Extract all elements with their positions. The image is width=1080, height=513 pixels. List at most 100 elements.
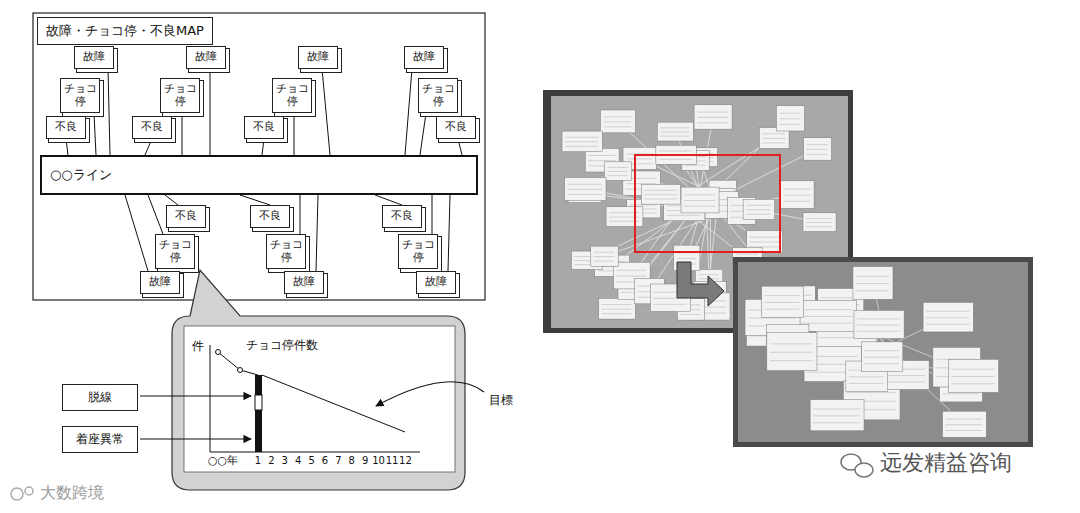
- photo-board: [738, 262, 1028, 442]
- node-text: 不良: [438, 121, 474, 134]
- photo-card-line: [603, 121, 631, 122]
- photo-card: [862, 342, 903, 372]
- photo-card-line: [807, 154, 828, 155]
- photo-card: [949, 359, 999, 392]
- photo-card-line: [946, 419, 983, 420]
- photo-card-line: [865, 350, 899, 351]
- photo-card-line: [857, 331, 900, 332]
- issue-tag: 故障: [298, 46, 338, 69]
- photo-card-line: [746, 214, 771, 215]
- photo-card-line: [750, 242, 779, 243]
- photo-card-line: [952, 376, 995, 377]
- photo-card-line: [926, 311, 969, 312]
- tag-connector: [432, 195, 433, 234]
- photo-card: [854, 310, 904, 338]
- issue-tag: 故障: [74, 46, 114, 69]
- node-text: 故障・チョコ停・不良MAP: [46, 22, 204, 40]
- bar-segment: [255, 395, 262, 410]
- tag-connector: [210, 69, 211, 155]
- tag-connector: [240, 195, 270, 205]
- photo-card-line: [865, 363, 899, 364]
- bar-segment: [255, 375, 262, 395]
- photo-card-line: [770, 343, 813, 344]
- photo-card: [781, 181, 814, 209]
- node-text: 不良: [252, 210, 288, 223]
- photo-card-line: [750, 246, 779, 247]
- issue-tag: 故障: [404, 46, 444, 69]
- target-line: [262, 375, 405, 432]
- photo-card-line: [750, 237, 779, 238]
- tag-connector: [458, 139, 462, 155]
- photo-card-line: [856, 283, 889, 284]
- photo-card-line: [603, 116, 631, 117]
- photo-card: [853, 267, 893, 300]
- photo-card-line: [565, 137, 598, 138]
- node-text: チョコ停: [162, 83, 198, 108]
- photo-card-line: [748, 318, 796, 319]
- issue-tag: チョコ停: [60, 78, 100, 113]
- photo-card-line: [697, 117, 728, 118]
- photo-card-line: [849, 376, 884, 377]
- label-text: 大数跨境: [40, 484, 104, 502]
- label-text: 11: [386, 455, 399, 467]
- cause-box: 着座異常: [62, 426, 138, 453]
- photo-card-line: [594, 256, 614, 257]
- issue-tag: 不良: [132, 116, 172, 139]
- photo-card: [767, 332, 817, 370]
- photo-card: [762, 286, 804, 317]
- tag-connector: [125, 195, 148, 271]
- node-text: チョコ停: [157, 239, 193, 264]
- label-text: 1: [255, 455, 261, 467]
- photo-card-line: [677, 258, 696, 259]
- issue-tag: チョコ停: [155, 234, 195, 269]
- tag-connector: [420, 113, 426, 155]
- chart-panel: [184, 326, 455, 472]
- photo-card-line: [746, 209, 771, 210]
- issue-tag: チョコ停: [418, 78, 458, 113]
- node-text: 不良: [168, 210, 204, 223]
- photo-card: [681, 187, 719, 213]
- issue-tag: 不良: [166, 205, 206, 228]
- target-arrow: [376, 382, 484, 406]
- photo-card: [694, 105, 732, 129]
- tag-connector: [145, 139, 152, 155]
- node-text: 不良: [134, 121, 170, 134]
- label-text: 3: [282, 455, 288, 467]
- x-axis: [210, 452, 420, 453]
- label-text: 5: [308, 455, 314, 467]
- issue-tag: 不良: [46, 116, 86, 139]
- photo-card-line: [565, 141, 598, 142]
- photo-card-line: [565, 146, 598, 147]
- photo-card: [565, 177, 606, 200]
- photo-card-line: [659, 151, 692, 152]
- photo-card-line: [667, 215, 701, 216]
- node-text: チョコ停: [268, 239, 304, 264]
- photo-card-line: [813, 422, 860, 423]
- photo-card-line: [849, 383, 884, 384]
- photo-card-line: [779, 113, 800, 114]
- issue-tag: 故障: [284, 271, 324, 294]
- label-text: 9: [362, 455, 368, 467]
- photo-card-line: [806, 218, 832, 219]
- tag-connector: [182, 113, 183, 155]
- map-frame: [33, 13, 485, 300]
- tag-connector: [300, 195, 301, 234]
- data-point: [238, 368, 243, 373]
- photo-card-line: [926, 317, 969, 318]
- callout-bubble: [172, 270, 465, 490]
- photo-board: [551, 96, 848, 328]
- photo-card-line: [813, 415, 860, 416]
- photo-card-line: [856, 276, 889, 277]
- photo-card-line: [568, 184, 602, 185]
- photo-card-line: [779, 124, 800, 125]
- photo-card-line: [698, 274, 718, 275]
- tag-connector: [375, 195, 402, 205]
- photo-card-line: [765, 309, 800, 310]
- photo-card: [776, 106, 804, 131]
- tag-connector: [262, 139, 264, 155]
- photo-card-line: [644, 190, 676, 191]
- photo-card: [591, 246, 618, 266]
- photo-card: [600, 110, 635, 133]
- node-text: 不良: [246, 121, 282, 134]
- photo-card: [604, 162, 631, 181]
